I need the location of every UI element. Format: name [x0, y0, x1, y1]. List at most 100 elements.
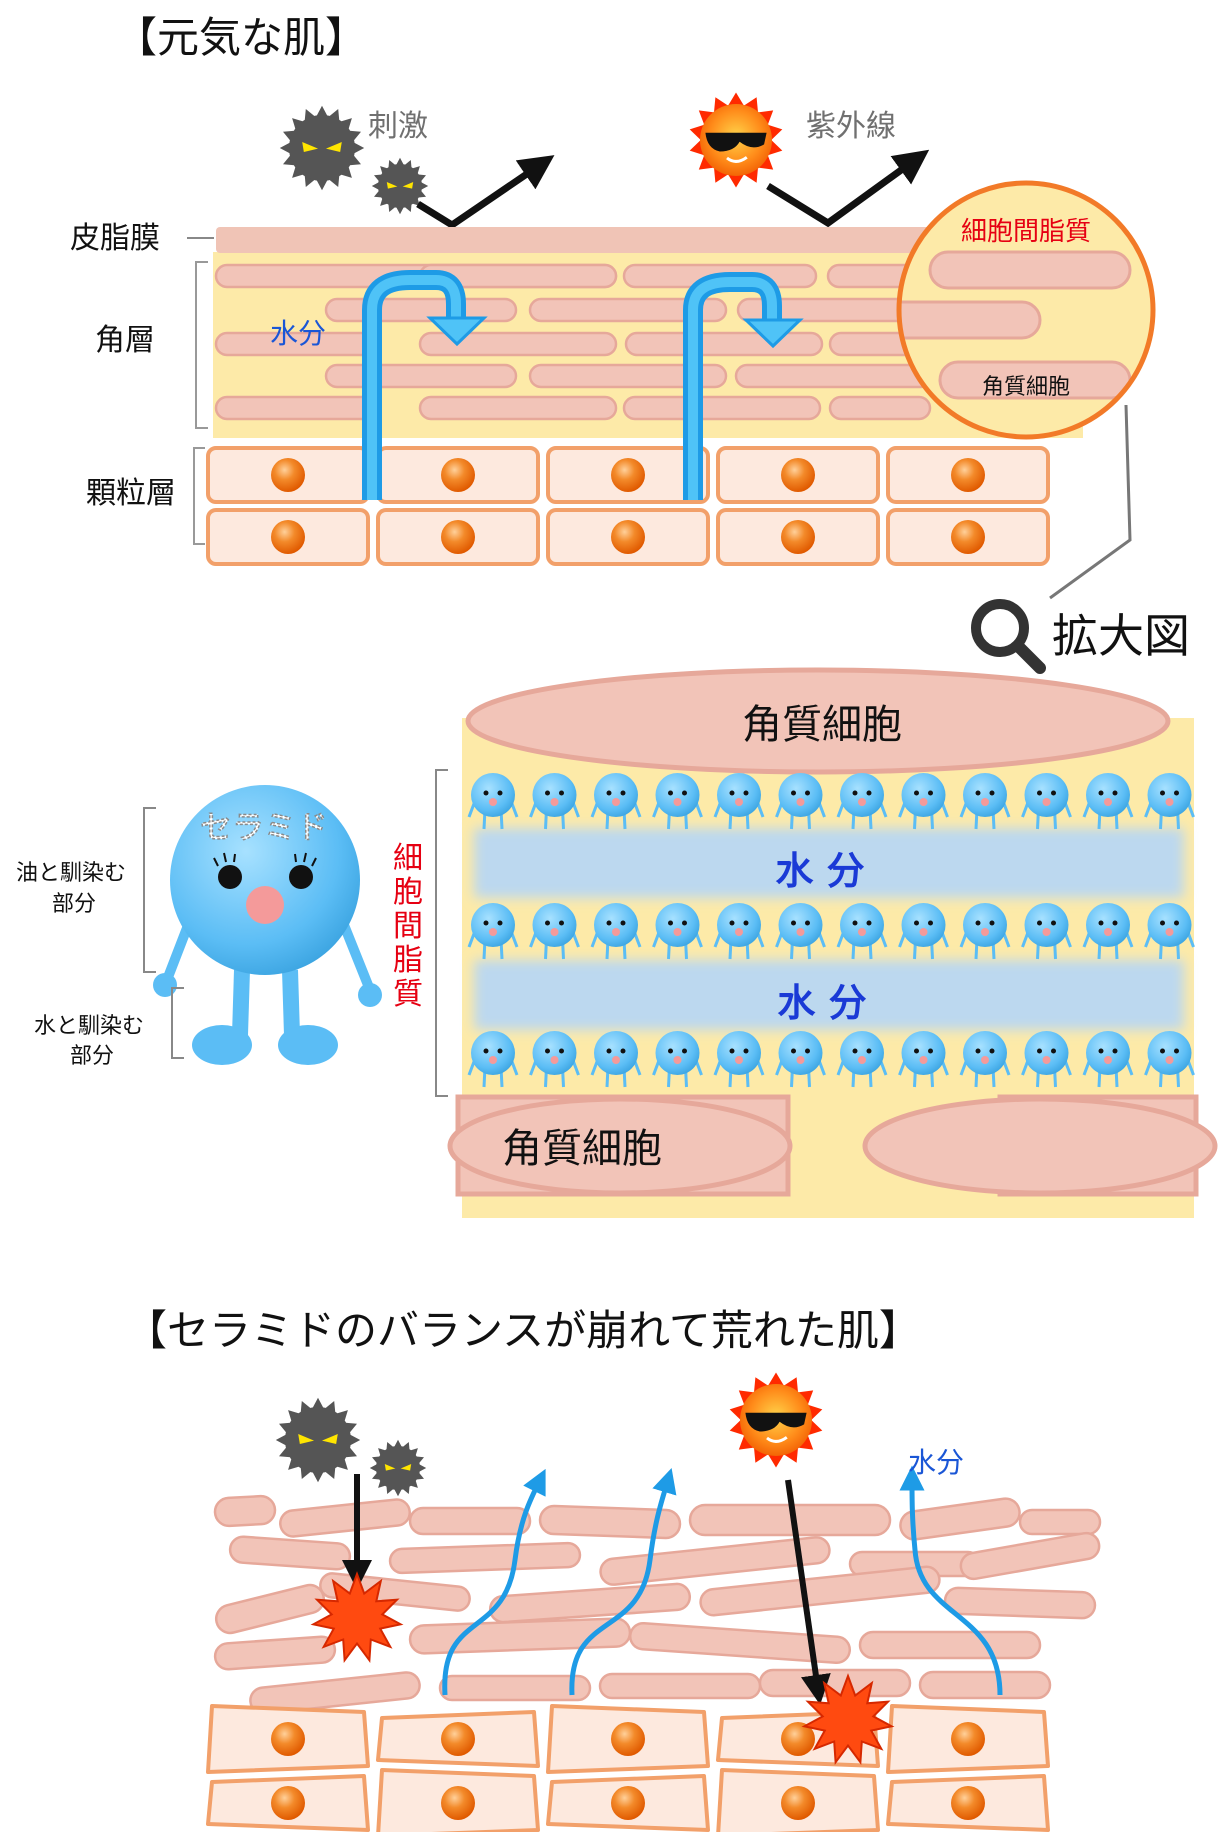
corneocyte	[622, 395, 822, 421]
damaged-corneocyte	[279, 1498, 411, 1538]
damaged-corneocytes	[213, 1494, 1102, 1715]
cell-nucleus	[611, 520, 645, 554]
ceramide-molecule	[590, 1031, 642, 1088]
cell-nucleus	[611, 458, 645, 492]
damaged-granular-cells	[206, 1704, 1050, 1832]
damaged-corneocyte	[628, 1621, 852, 1665]
virus-eye	[298, 1434, 315, 1444]
damaged-irritant-virus-icon	[275, 1397, 361, 1483]
ceramide-molecule	[775, 1031, 826, 1088]
zoom-leader-line	[1049, 404, 1132, 600]
cell-nucleus	[781, 520, 815, 554]
lipid-bracket	[435, 769, 448, 1097]
stratum-corneum-bracket	[195, 261, 208, 429]
irritant-bounce-arrow	[416, 155, 555, 230]
ceramide-molecule	[959, 1031, 1011, 1088]
ceramide-molecule	[1021, 903, 1072, 960]
damaged-uv-sun-icon	[729, 1372, 823, 1468]
corneocyte	[734, 363, 934, 389]
water-escape-arrow-2	[569, 1468, 677, 1696]
lipid-vertical-char: 脂	[393, 943, 423, 978]
damaged-corneocyte	[599, 1536, 831, 1586]
lipid-vertical-char: 胞	[393, 875, 423, 910]
sebum-label: 皮脂膜	[70, 221, 160, 256]
virus-eye	[302, 142, 319, 152]
granular-bracket	[193, 447, 205, 545]
lipid-vertical-char: 間	[393, 909, 423, 944]
ceramide-molecule	[713, 773, 765, 830]
ceramide-molecule	[898, 773, 949, 830]
damaged-corneocyte	[438, 1674, 592, 1702]
ceramide-molecule	[467, 903, 519, 960]
cell-nucleus	[271, 1722, 305, 1756]
ceramide-molecule	[1021, 1031, 1072, 1088]
water-part-label-2: 部分	[70, 1044, 114, 1069]
oil-part-label-2: 部分	[52, 892, 96, 917]
water-retention-arrow-2-inner	[688, 277, 777, 500]
ceramide-molecule	[652, 773, 703, 830]
ceramide-molecule	[898, 903, 949, 960]
ceramide-molecule	[959, 773, 1011, 830]
uv-bounce-arrow	[766, 149, 930, 228]
corneocyte	[418, 395, 618, 421]
virus-eye	[400, 1464, 412, 1471]
ceramide-molecule	[836, 1031, 888, 1088]
ceramide-molecule	[529, 773, 580, 830]
virus-eye	[386, 182, 398, 189]
ceramide-molecule-rows	[467, 773, 1195, 1088]
cell-nucleus	[441, 1786, 475, 1820]
corneocyte	[528, 297, 728, 323]
damaged-corneocyte	[408, 1506, 532, 1536]
ceramide-molecule	[652, 903, 703, 960]
cell-nucleus	[951, 520, 985, 554]
ceramide-molecule	[898, 1031, 949, 1088]
damaged-corneocyte	[408, 1617, 632, 1655]
damaged-corneocyte	[918, 1670, 1052, 1700]
ceramide-molecule	[590, 903, 642, 960]
virus-eye	[325, 142, 342, 152]
damaged-corneocyte	[388, 1541, 582, 1575]
damaged-corneocyte	[538, 1504, 682, 1540]
uv-penetration-arrow	[785, 1479, 831, 1705]
sunglasses-icon	[745, 1412, 807, 1432]
corneocyte	[324, 297, 518, 323]
intercellular-lipid-vertical-label: 細胞間脂質	[393, 841, 423, 1012]
oil-part-bracket	[143, 807, 156, 973]
virus-eye	[384, 1464, 396, 1471]
ceramide-molecule	[775, 773, 826, 830]
damaged-corneocyte	[699, 1565, 941, 1617]
corneocyte	[828, 395, 932, 421]
water-part-label-1: 水と馴染む	[34, 1014, 144, 1039]
water-band-2-label: 水 分	[777, 981, 866, 1025]
cell-nucleus	[781, 1786, 815, 1820]
magnified-bottom-right-corneocyte	[862, 1096, 1218, 1196]
ceramide-molecule	[959, 903, 1011, 960]
damaged-heading: 【セラミドのバランスが崩れて荒れた肌】	[125, 1306, 921, 1355]
zoom-circle: 細胞間脂質 角質細胞	[896, 180, 1156, 440]
virus-eye	[402, 182, 414, 189]
water-escape-arrow-1	[442, 1468, 546, 1696]
granular-cells	[206, 446, 1050, 566]
cell-nucleus	[781, 458, 815, 492]
stratum-corneum-label: 角層	[95, 323, 155, 358]
ceramide-mascot	[153, 785, 382, 1065]
cell-nucleus	[951, 1786, 985, 1820]
ceramide-molecule	[1144, 1031, 1195, 1088]
water-label-damaged: 水分	[908, 1446, 964, 1479]
ceramide-molecule	[529, 903, 580, 960]
damaged-corneocyte	[213, 1635, 337, 1671]
cell-nucleus	[271, 458, 305, 492]
cell-nucleus	[951, 458, 985, 492]
ceramide-molecule	[1144, 773, 1195, 830]
ceramide-molecule	[467, 1031, 519, 1088]
sebum-membrane	[216, 227, 1096, 253]
water-retention-arrowhead-1	[426, 316, 488, 347]
ceramide-molecule	[1021, 773, 1072, 830]
ceramide-molecule	[467, 773, 519, 830]
lipid-vertical-char: 質	[393, 977, 423, 1012]
cell-nucleus	[271, 520, 305, 554]
water-escape-arrow-3	[899, 1465, 1003, 1696]
magnified-top-cell-label: 角質細胞	[742, 702, 902, 748]
damage-burst-icon	[310, 1571, 404, 1663]
